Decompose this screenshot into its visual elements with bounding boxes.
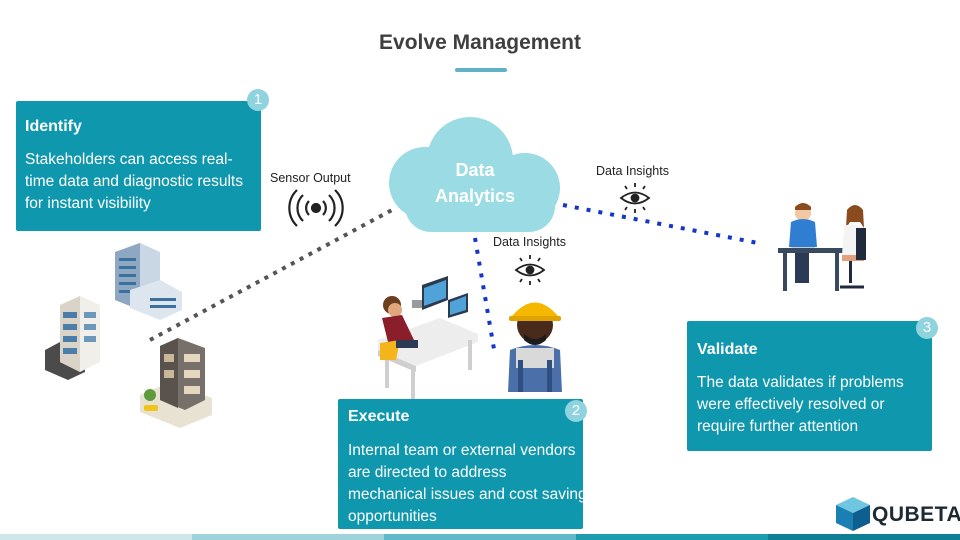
sensor-icon <box>288 189 344 227</box>
cloud-label: Data Analytics <box>410 157 540 209</box>
eye-icon-right <box>619 183 651 213</box>
building-apartment <box>140 338 212 428</box>
meeting-illustration <box>778 203 866 291</box>
validate-heading: Validate <box>697 341 758 358</box>
step-badge-2: 2 <box>565 400 587 422</box>
execute-text: Internal team or external vendors are di… <box>348 442 587 525</box>
page-title: Evolve Management <box>379 31 581 54</box>
identify-heading: Identify <box>25 118 82 135</box>
qubeta-logo-text: QUBETA <box>872 503 960 526</box>
data-insights-label-center: Data Insights <box>493 235 566 249</box>
connector-validate <box>562 203 759 245</box>
connector-execute <box>473 237 497 356</box>
title-underline <box>455 68 507 72</box>
building-tall-blue <box>115 243 182 320</box>
sensor-output-label: Sensor Output <box>270 171 351 185</box>
identify-card: 1 Identify Stakeholders can access real-… <box>16 89 269 231</box>
identify-text: Stakeholders can access real-time data a… <box>25 151 243 212</box>
execute-card: 2 Execute Internal team or external vend… <box>338 399 587 529</box>
cloud-label-line1: Data <box>455 160 495 180</box>
building-office-left <box>45 296 100 380</box>
validate-text: The data validates if problems were effe… <box>697 374 904 435</box>
validate-card: 3 Validate The data validates if problem… <box>687 317 938 451</box>
qubeta-cube-icon <box>836 497 870 531</box>
execute-heading: Execute <box>348 408 410 425</box>
footer-strip <box>0 534 960 540</box>
eye-icon-center <box>514 255 546 285</box>
engineer-illustration <box>508 302 562 392</box>
cloud-shape <box>389 117 560 232</box>
data-insights-label-right: Data Insights <box>596 164 669 178</box>
cloud-label-line2: Analytics <box>434 186 516 206</box>
step-badge-3: 3 <box>916 317 938 339</box>
office-worker-illustration <box>378 276 478 404</box>
step-badge-1: 1 <box>247 89 269 111</box>
buildings-illustration <box>45 243 212 428</box>
